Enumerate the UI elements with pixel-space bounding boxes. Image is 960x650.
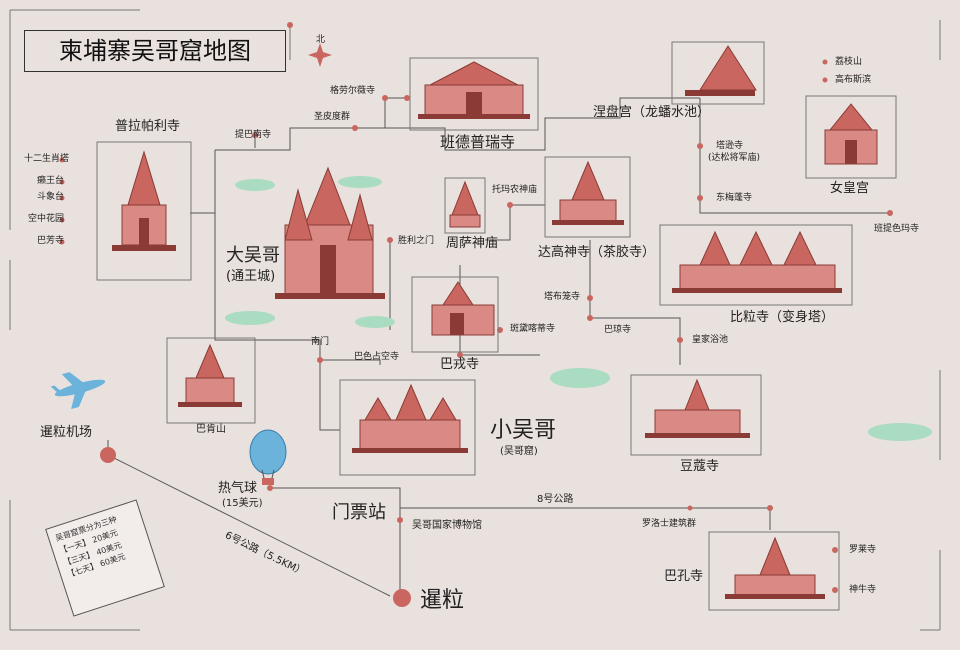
label-baphuon[interactable]: 巴芳寺 [37,236,65,246]
pre-rup-temple-icon [672,230,842,293]
neak-pean-temple-icon [685,45,757,96]
ta-keo-temple-icon [552,160,624,225]
bakheng-temple-icon [178,343,242,407]
label-east-mebon[interactable]: 东梅蓬寺 [716,193,753,203]
label-baksei[interactable]: 巴色占空寺 [354,352,400,362]
label-siem-reap[interactable]: 暹粒 [420,588,465,613]
label-kbal-spean[interactable]: 荔枝山 [835,57,863,67]
label-south-gate[interactable]: 南门 [311,337,330,347]
label-angkor-wat[interactable]: 小吴哥 [490,418,557,443]
label-banteay-samre[interactable]: 班提色玛寺 [874,224,920,234]
route-nodes [59,22,893,607]
label-banteay-kdei-road[interactable]: 斑黛喀蒂寺 [510,324,556,334]
label-ta-som-sub: (达松将军庙) [708,153,761,163]
chau-say-temple-icon [449,180,481,228]
label-museum[interactable]: 吴哥国家博物馆 [412,520,482,531]
map-title: 柬埔寨吴哥窟地图 [24,30,286,72]
label-ta-nei[interactable]: 塔布笼寺 [544,292,581,302]
label-ta-som[interactable]: 塔逊寺 [716,141,744,151]
label-angkor-thom-sub: (通王城) [226,269,276,284]
label-roluos[interactable]: 罗洛士建筑群 [642,519,697,529]
label-twelve-towers[interactable]: 十二生肖塔 [24,154,70,164]
label-ta-keo[interactable]: 达高神寺（茶胶寺） [538,245,656,260]
label-srah-srang[interactable]: 皇家浴池 [692,335,729,345]
label-bayon[interactable]: 巴戎寺 [440,357,480,372]
label-leper-king[interactable]: 癞王台 [37,176,65,186]
label-lolei[interactable]: 罗莱寺 [849,545,877,555]
label-banteay-srei[interactable]: 班德普瑞寺 [440,133,516,151]
label-phimeanakas[interactable]: 空中花园 [28,214,65,224]
temple-frames [96,41,897,611]
label-thommanon-gate[interactable]: 提巴南寺 [235,130,272,140]
angkor-wat-temple-icon [352,383,468,453]
label-phnom-bakheng[interactable]: 巴肯山 [196,424,226,435]
label-pre-rup[interactable]: 比粒寺（变身塔） [730,310,835,325]
label-bakong[interactable]: 巴孔寺 [664,569,704,584]
angkor-thom-temple-icon [275,166,385,299]
label-preah-khan[interactable]: 格劳尔薇寺 [330,86,376,96]
label-women-temple[interactable]: 女皇宫 [830,181,870,196]
banteay-kdei-temple-icon [645,378,750,438]
label-angkor-thom[interactable]: 大吴哥 [226,245,280,266]
label-victory-gate[interactable]: 胜利之门 [398,236,435,246]
label-ticket-station[interactable]: 门票站 [332,502,386,523]
label-prerup[interactable]: 普拉帕利寺 [115,119,181,134]
women-temple-icon [824,103,878,165]
label-balloon-sub: (15美元) [222,498,263,509]
label-banteay-kdei[interactable]: 豆蔻寺 [680,459,720,474]
bayon-temple-icon [431,281,495,336]
label-bayon-small[interactable]: 圣皮度群 [314,112,351,122]
roads [107,97,890,597]
compass-label: 北 [316,35,326,45]
clouds [225,176,932,441]
airplane-icon [50,372,106,410]
label-preah-ko[interactable]: 神牛寺 [849,585,877,595]
label-angkor-wat-sub: (吴哥窟) [500,446,538,457]
label-ta-prohm-small[interactable]: 巴琼寺 [604,325,632,335]
label-neak-pean[interactable]: 涅盘宫（龙蟠水池） [593,105,711,120]
label-kbal-spean2[interactable]: 高布斯滨 [835,75,872,85]
label-airport[interactable]: 暹粒机场 [40,425,93,440]
prerup-temple-icon [112,150,176,251]
label-elephant-terrace[interactable]: 斗象台 [37,192,65,202]
label-chau-say[interactable]: 周萨神庙 [446,236,499,251]
balloon-icon [249,429,287,485]
label-balloon[interactable]: 热气球 [218,481,258,496]
label-road8: 8号公路 [537,494,574,505]
label-thommanon[interactable]: 托玛农神庙 [492,185,538,195]
compass-icon [308,43,332,67]
bakong-temple-icon [725,536,825,599]
banteay-temple-icon [418,61,530,119]
frame-lines [9,9,941,631]
